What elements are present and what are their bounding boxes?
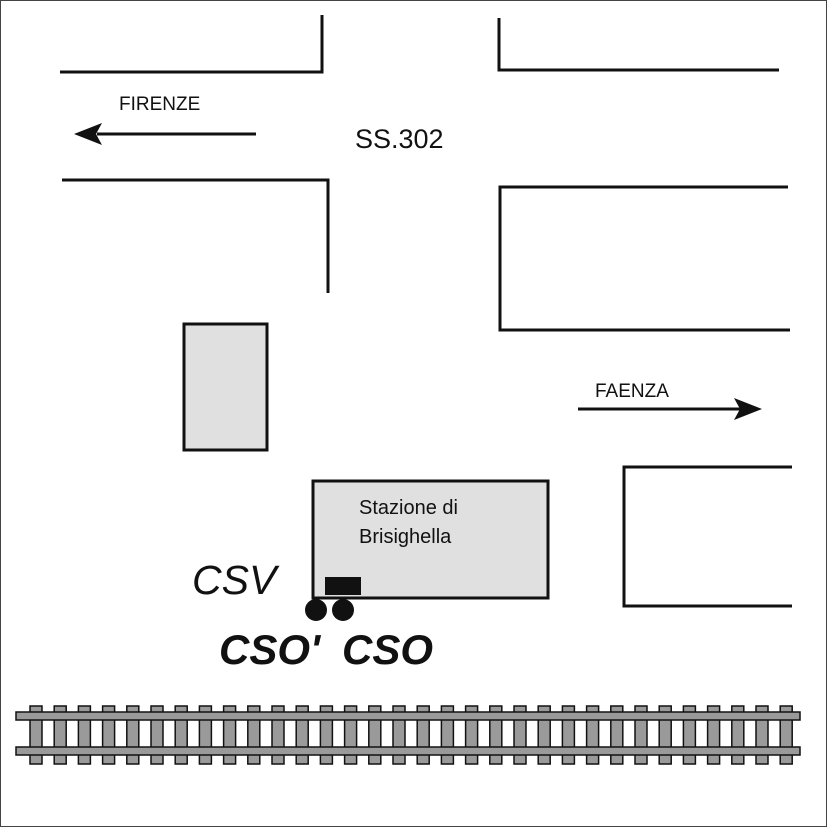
railway-track: [15, 705, 801, 765]
cso-sensor-dot: [332, 599, 354, 621]
road-edge-mid-left: [62, 178, 330, 293]
rail-bottom: [15, 746, 801, 756]
csv-sensor-box: [325, 577, 361, 595]
rail-top: [15, 711, 801, 721]
arrow-right-icon: [734, 398, 762, 420]
road-edge-top-left: [60, 15, 324, 74]
direction-label-faenza: FAENZA: [595, 381, 669, 402]
road-edge-top-right: [497, 18, 779, 72]
station-label-line2: Brisighella: [359, 526, 452, 548]
station-label-line1: Stazione di: [359, 497, 458, 519]
road-edges: [60, 15, 779, 293]
arrow-left-icon: [74, 123, 102, 145]
route-label: SS.302: [355, 124, 444, 154]
sensor-label-cso-prime: CSO': [219, 626, 322, 673]
sensor-label-csv: CSV: [192, 557, 280, 603]
block-right-lower: [622, 465, 792, 608]
arrow-faenza: [578, 398, 762, 420]
building-left: [182, 322, 269, 452]
cso-prime-sensor-dot: [305, 599, 327, 621]
block-right-upper: [498, 185, 790, 332]
sensor-label-cso: CSO: [342, 626, 433, 673]
direction-label-firenze: FIRENZE: [119, 94, 200, 115]
arrow-firenze: [74, 123, 256, 145]
